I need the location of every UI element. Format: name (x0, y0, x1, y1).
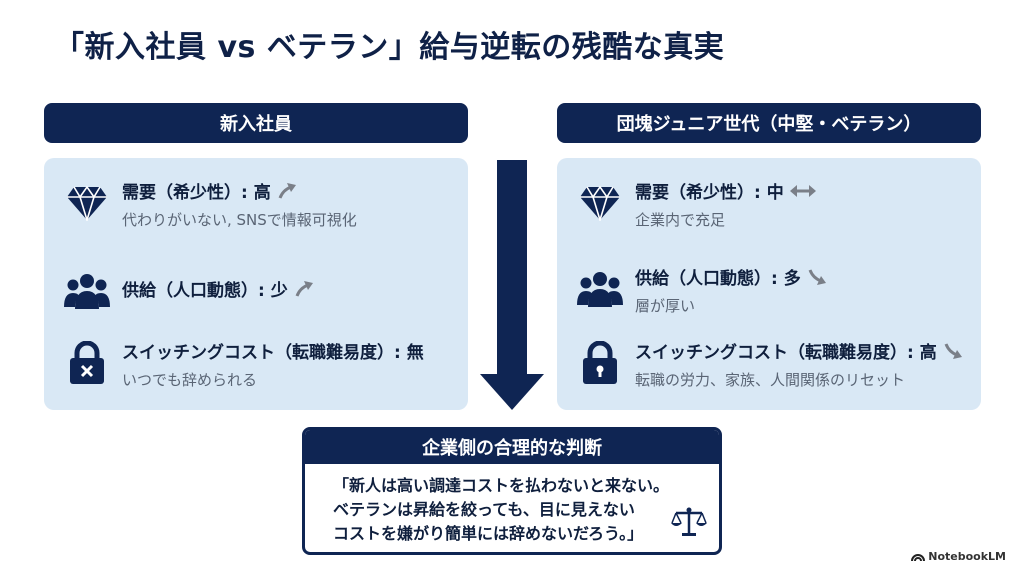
people-icon (64, 268, 110, 314)
supply-label: 供給（人口動態）: 多 (635, 269, 801, 289)
brand-label: NotebookLM (928, 550, 1006, 563)
quote-line: 「新人は高い調達コストを払わないと来ない。 (333, 476, 670, 495)
demand-label: 需要（希少性）: 中 (635, 183, 784, 203)
switching-cost-row: スイッチングコスト（転職難易度）: 無 いつでも辞められる (64, 338, 458, 390)
demand-row: 需要（希少性）: 中 企業内で充足 (577, 178, 971, 230)
trend-down-icon (807, 268, 827, 286)
quote-line: コストを嫌がり簡単には辞めないだろう。」 (333, 524, 644, 543)
demand-row: 需要（希少性）: 高 代わりがいない, SNSで情報可視化 (64, 178, 458, 230)
trend-up-icon (294, 280, 314, 298)
switching-cost-detail: 転職の労力、家族、人間関係のリセット (635, 371, 906, 389)
page-title: 「新入社員 vs ベテラン」給与逆転の残酷な真実 (54, 30, 725, 65)
demand-label: 需要（希少性）: 高 (122, 183, 271, 203)
supply-row: 供給（人口動態）: 少 (64, 266, 458, 314)
veteran-header: 団塊ジュニア世代（中堅・ベテラン） (557, 103, 981, 143)
supply-label: 供給（人口動態）: 少 (122, 281, 288, 301)
new-employee-panel: 需要（希少性）: 高 代わりがいない, SNSで情報可視化 供給（人口動態）: … (44, 158, 468, 410)
switching-cost-label: スイッチングコスト（転職難易度）: 無 (122, 343, 424, 363)
scales-icon (671, 506, 707, 542)
switching-cost-detail: いつでも辞められる (122, 371, 258, 389)
diamond-icon (64, 180, 110, 226)
trend-down-icon (943, 342, 963, 360)
lock-x-icon (64, 340, 110, 386)
trend-flat-icon (789, 184, 816, 198)
down-arrow-icon (480, 374, 544, 410)
notebooklm-logo-icon (911, 553, 926, 561)
veteran-panel: 需要（希少性）: 中 企業内で充足 供給（人口動態）: 多 層が厚い スイッチン… (557, 158, 981, 410)
switching-cost-label: スイッチングコスト（転職難易度）: 高 (635, 343, 937, 363)
decision-header: 企業側の合理的な判断 (305, 430, 719, 464)
diamond-icon (577, 180, 623, 226)
quote-line: ベテランは昇給を絞っても、目に見えない (333, 500, 635, 519)
lock-icon (577, 340, 623, 386)
notebooklm-brand: NotebookLM (911, 550, 1006, 563)
trend-up-icon (277, 182, 297, 200)
supply-row: 供給（人口動態）: 多 層が厚い (577, 264, 971, 316)
demand-detail: 企業内で充足 (635, 211, 726, 229)
people-icon (577, 266, 623, 312)
switching-cost-row: スイッチングコスト（転職難易度）: 高 転職の労力、家族、人間関係のリセット (577, 338, 971, 390)
demand-detail: 代わりがいない, SNSで情報可視化 (122, 211, 357, 229)
decision-quote: 「新人は高い調達コストを払わないと来ない。 ベテランは昇給を絞っても、目に見えな… (333, 474, 669, 546)
new-employee-header: 新入社員 (44, 103, 468, 143)
company-decision-box: 企業側の合理的な判断 「新人は高い調達コストを払わないと来ない。 ベテランは昇給… (302, 427, 722, 555)
down-arrow-shaft (497, 160, 527, 376)
supply-detail: 層が厚い (635, 297, 696, 315)
